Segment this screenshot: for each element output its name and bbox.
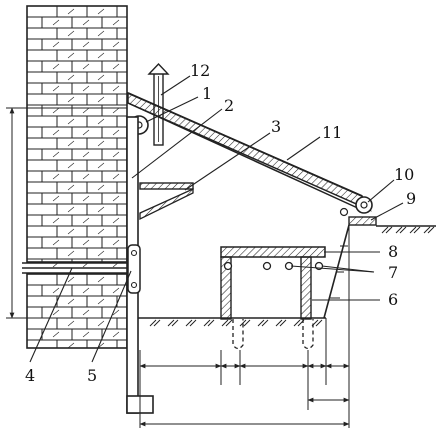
callout-11: 11 — [322, 123, 342, 142]
callout-5: 5 — [87, 366, 97, 385]
ground-hatch — [149, 226, 435, 327]
brick-wall-lower — [27, 273, 127, 349]
bench-footings — [232, 319, 314, 350]
wall-anchor — [127, 244, 141, 294]
dimension-lines — [6, 107, 350, 428]
brick-wall — [26, 5, 128, 349]
front-wall — [323, 216, 377, 319]
floor-slab — [22, 262, 128, 274]
roof-panel — [127, 91, 372, 212]
leader-lines — [29, 75, 404, 363]
wall-shelf — [139, 182, 194, 221]
bottom-hinge — [339, 196, 373, 217]
callout-2: 2 — [224, 96, 234, 115]
callout-10: 10 — [394, 165, 414, 184]
vent-arrow-icon — [147, 62, 170, 75]
callout-labels: 12 1 2 3 11 10 9 8 7 6 4 5 — [25, 61, 416, 385]
callout-8: 8 — [388, 242, 398, 261]
brick-wall-upper — [27, 5, 127, 268]
bench — [220, 246, 326, 350]
callout-4: 4 — [25, 366, 35, 385]
callout-9: 9 — [406, 189, 416, 208]
callout-1: 1 — [202, 84, 212, 103]
callout-6: 6 — [388, 290, 398, 309]
ground — [138, 225, 436, 327]
callout-12: 12 — [190, 61, 210, 80]
callout-3: 3 — [271, 117, 281, 136]
callout-7: 7 — [388, 263, 398, 282]
